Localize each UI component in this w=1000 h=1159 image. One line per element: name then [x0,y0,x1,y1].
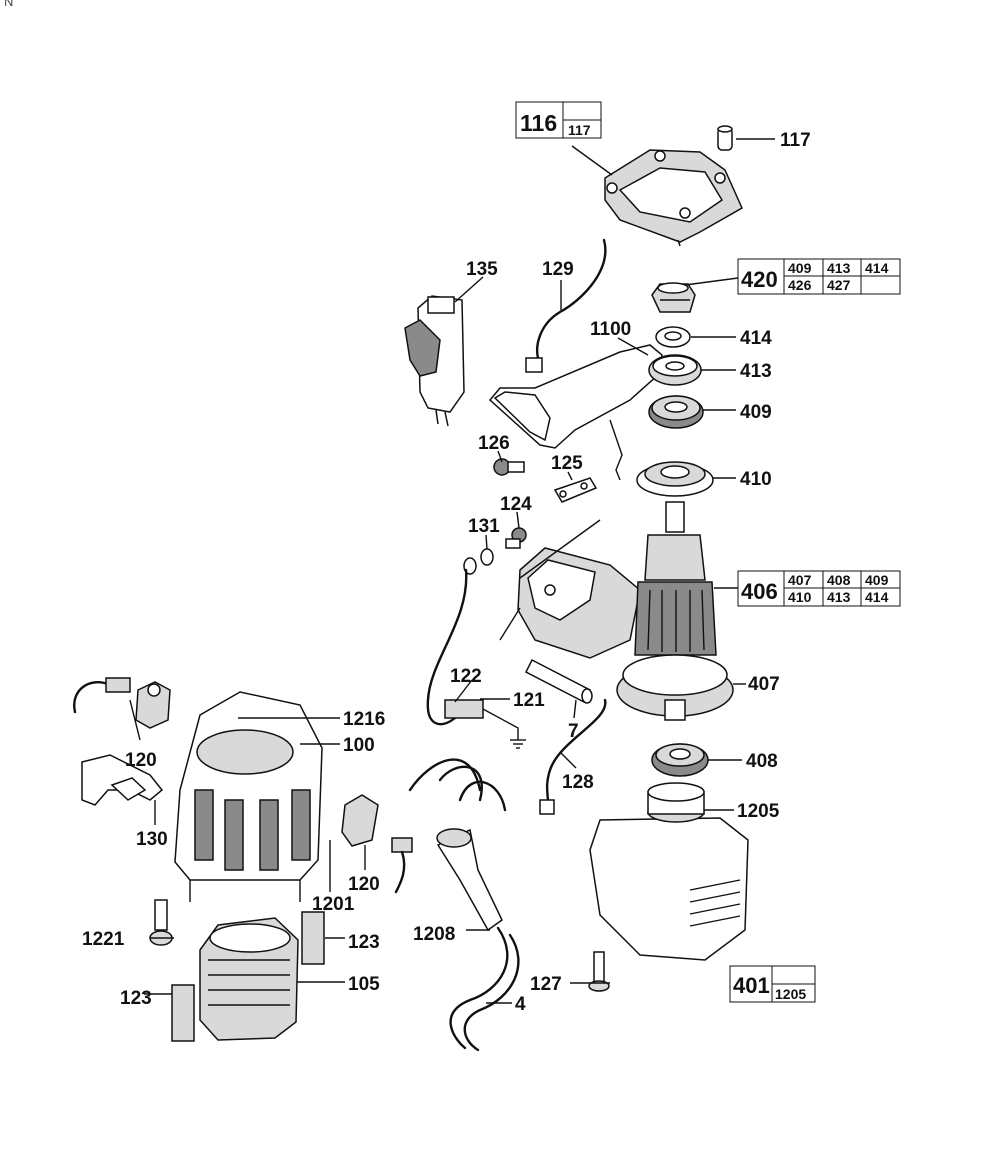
kit-401-main: 401 [733,973,770,998]
callout-120-left: 120 [125,750,157,771]
callout-408: 408 [746,751,778,772]
armature-406 [634,501,717,656]
callout-407: 407 [748,674,780,695]
power-cord-4 [449,926,509,1050]
ring-413 [648,354,702,386]
kit-420-sub-2: 413 [827,260,851,276]
kit-406-sub-5: 413 [827,589,851,605]
clip-123-right [301,911,325,965]
clip-123-left [171,984,195,1042]
washers-131 [463,548,494,575]
screw-127 [588,951,610,992]
kit-406-main: 406 [741,579,778,604]
callout-4: 4 [515,994,526,1015]
gear-housing-cover [604,149,743,247]
kit-table-116: 116 117 [515,101,602,139]
callout-130: 130 [136,829,168,850]
gear-407 [616,654,734,721]
kit-406-sub-2: 408 [827,572,851,588]
callout-117: 117 [780,130,811,151]
wire-122 [426,568,468,726]
bearing-flange-410 [636,461,714,497]
terminal-121 [444,699,526,749]
callout-1205: 1205 [737,801,780,822]
callout-135: 135 [466,259,498,280]
field-housing-401 [589,782,749,961]
kit-116-main: 116 [520,110,557,136]
kit-420-sub-3: 414 [865,260,889,276]
callout-124: 124 [500,494,532,515]
wire-128 [545,698,607,804]
corner-mark: N [4,0,14,9]
callout-7: 7 [568,721,579,742]
bevel-gear-420 [651,282,696,313]
callout-410: 410 [740,469,772,490]
ring-414 [655,326,691,348]
bracket-130 [81,754,164,806]
kit-406-sub-6: 414 [865,589,889,605]
callout-105: 105 [348,974,380,995]
kit-406-sub-1: 407 [788,572,812,588]
callout-1100: 1100 [590,319,631,340]
leader-lines [129,138,775,1004]
kit-table-420: 420 409 413 414 426 427 [737,258,901,295]
wire-129 [536,238,607,360]
callout-414: 414 [740,328,772,349]
callout-1216: 1216 [343,709,385,730]
kit-116-sub: 117 [568,122,591,138]
wire-128-connector [539,799,555,815]
field-stator-105 [199,917,299,1041]
kit-420-sub-1: 409 [788,260,812,276]
handle-1100 [488,344,663,481]
kit-420-main: 420 [741,267,778,292]
callout-413: 413 [740,361,772,382]
callout-100: 100 [343,735,375,756]
switch-135 [404,295,465,427]
kit-table-401: 401 1205 [729,965,816,1003]
kit-406-sub-3: 409 [865,572,889,588]
callout-120-right: 120 [348,874,380,895]
screw-126 [493,458,525,476]
callout-121: 121 [513,690,545,711]
callout-131: 131 [468,516,500,537]
kit-401-sub: 1205 [775,986,806,1002]
callout-123-right: 123 [348,932,380,953]
bearing-408 [651,743,709,777]
callout-1201: 1201 [312,894,355,915]
cable-clamp-125 [553,477,598,503]
wire-129-connector [525,357,543,373]
kit-406-sub-4: 410 [788,589,812,605]
switch-mount-housing [517,547,641,659]
callout-127: 127 [530,974,562,995]
callout-128: 128 [562,772,594,793]
brush-holder-left [73,677,171,729]
pin-117 [717,125,733,151]
cable-sleeve-1208 [436,828,503,932]
callout-122: 122 [450,666,482,687]
motor-housing-100 [174,691,323,902]
kit-420-sub-5: 427 [827,277,851,293]
callout-123-left: 123 [120,988,152,1009]
bearing-409 [648,395,704,429]
callout-129: 129 [542,259,574,280]
callout-409: 409 [740,402,772,423]
kit-table-406: 406 407 408 409 410 413 414 [737,570,901,607]
kit-420-sub-4: 426 [788,277,812,293]
callout-125: 125 [551,453,583,474]
mains-wires [408,758,507,812]
callout-1208: 1208 [413,924,455,945]
callout-126: 126 [478,433,510,454]
sleeve-7 [524,658,593,704]
screw-124 [505,527,527,549]
power-cord-4-outline [463,933,520,1052]
callout-1221: 1221 [82,929,125,950]
brush-holder-right [341,794,413,894]
